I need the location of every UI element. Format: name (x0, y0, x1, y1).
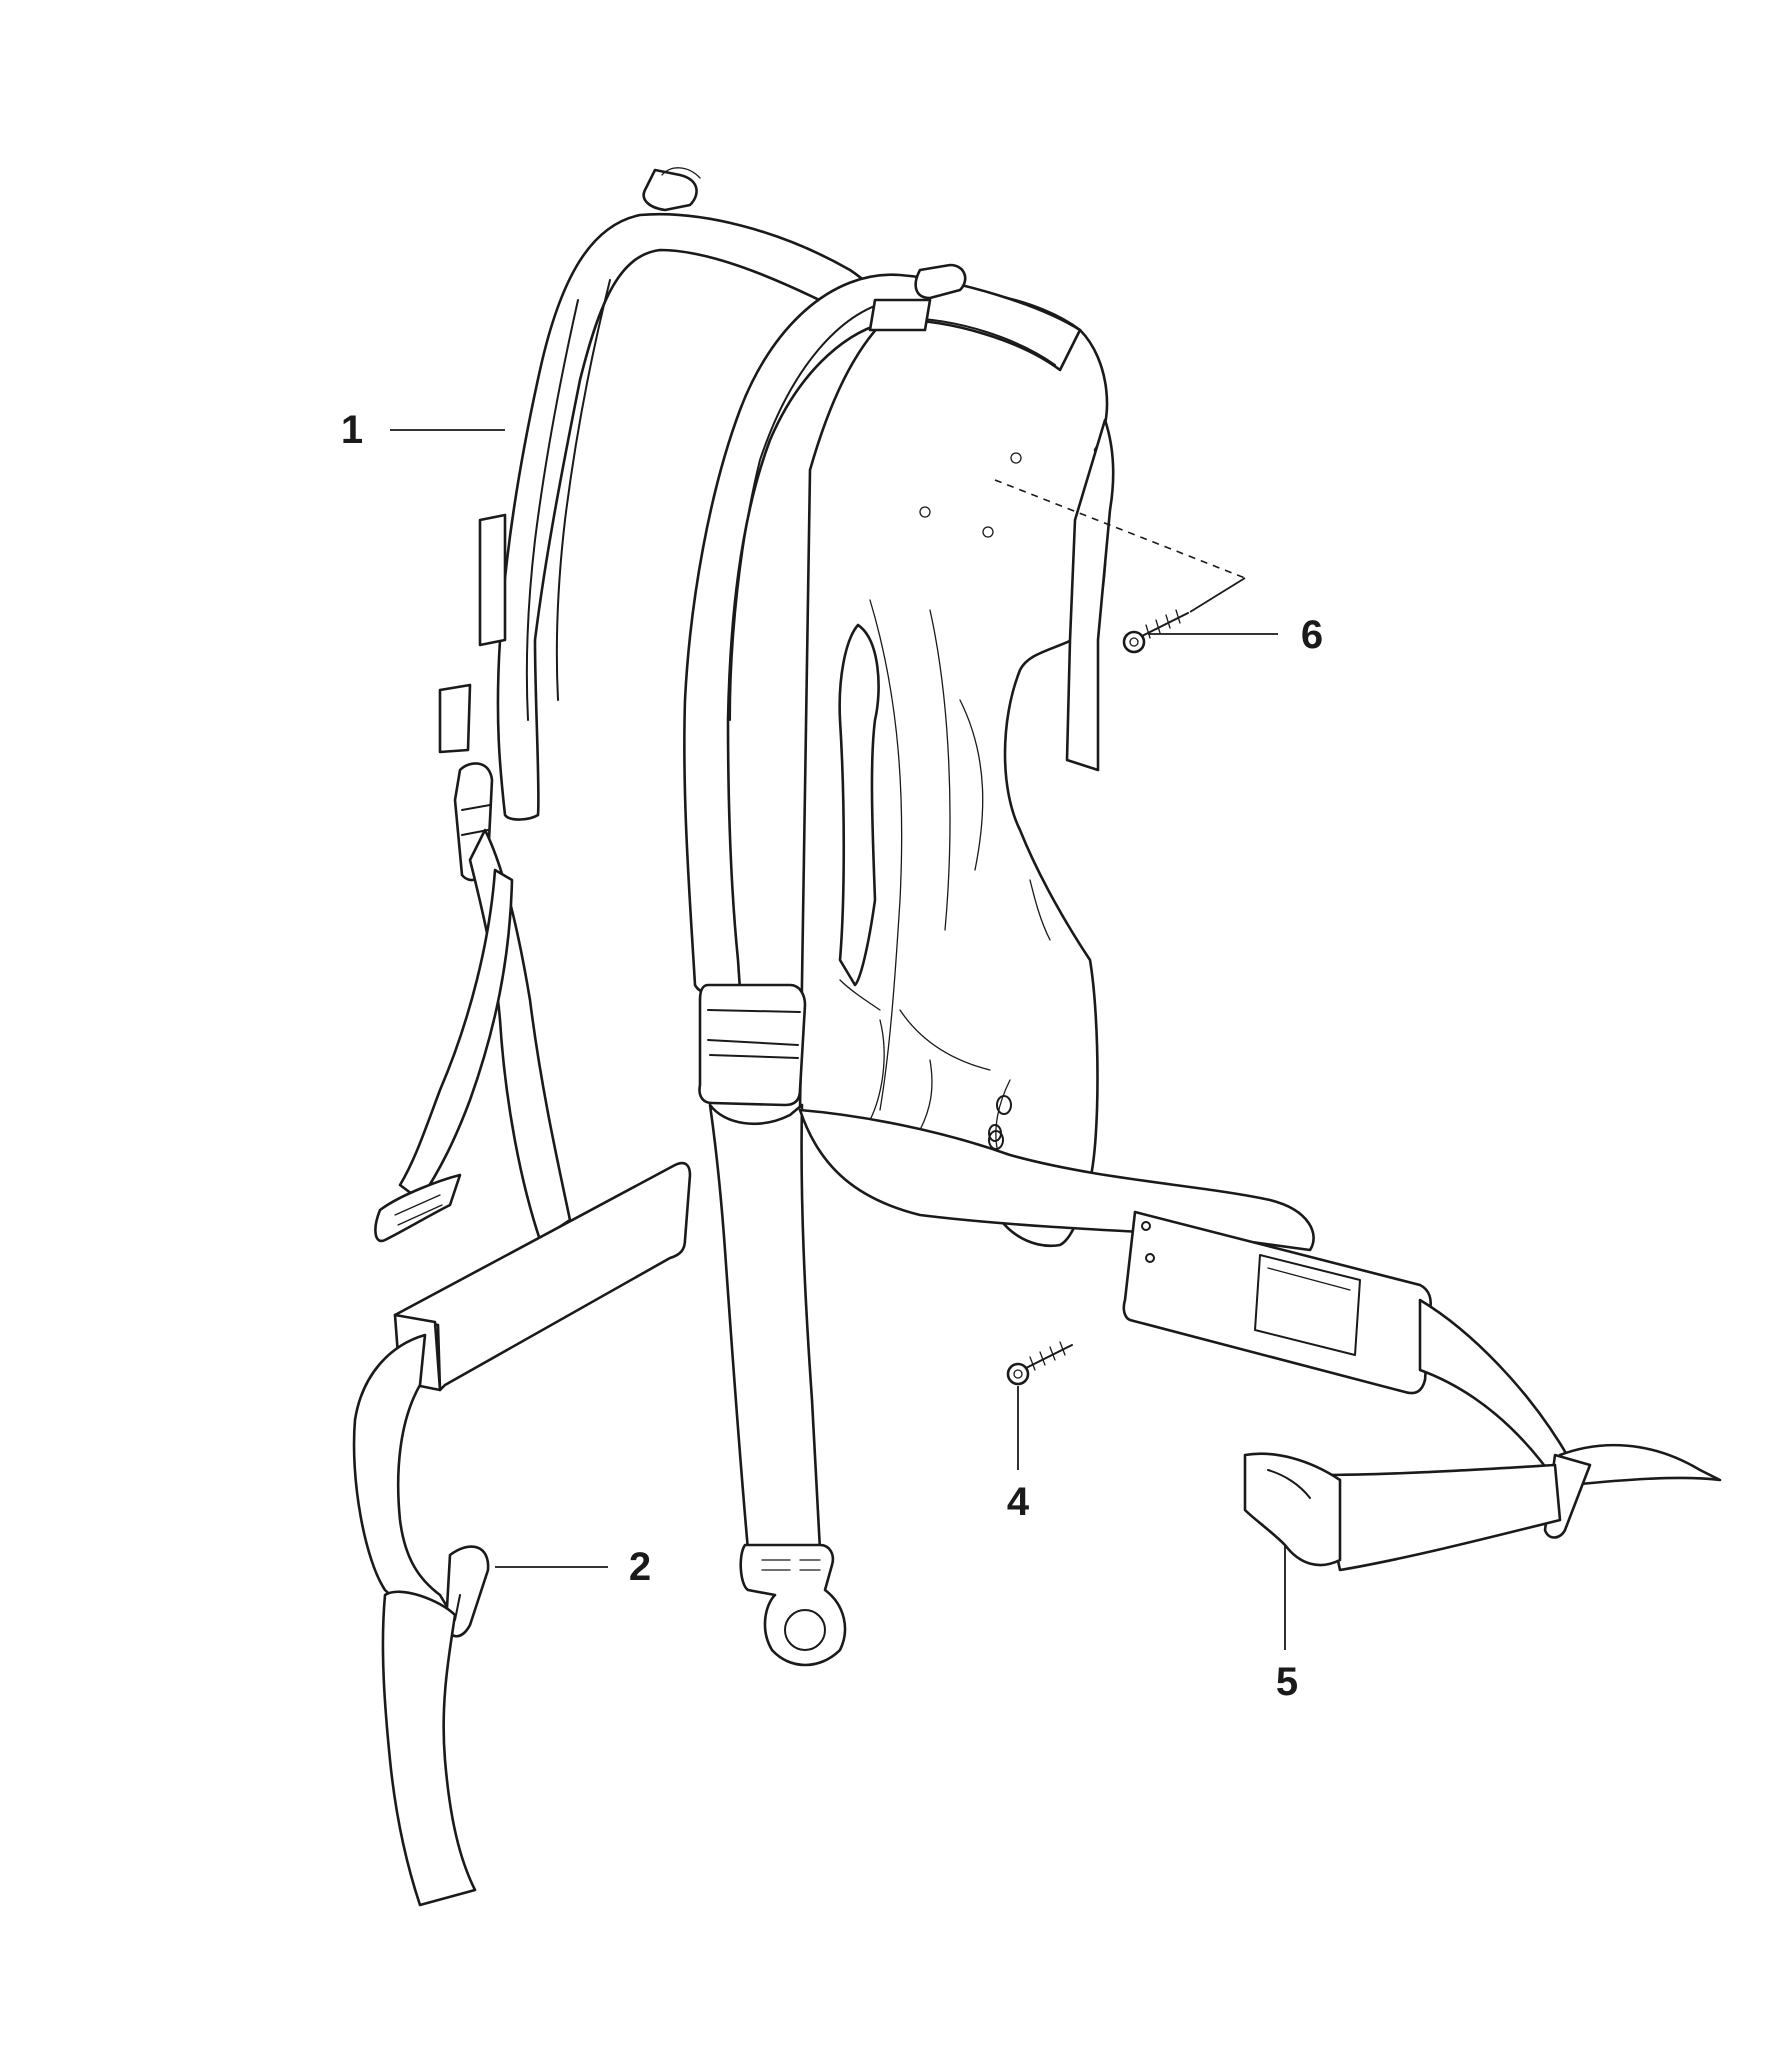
left-hip-pad (352, 1161, 692, 1907)
left-shoulder-pad (374, 167, 880, 1243)
rear-hanging-strap (1065, 418, 1115, 772)
right-shoulder-pad (683, 263, 1082, 1667)
callout-4: 4 (1007, 1480, 1030, 1524)
callout-2: 2 (629, 1545, 651, 1589)
leader-line-6-dashed (994, 479, 1246, 579)
callout-6: 6 (1301, 613, 1323, 657)
callout-5: 5 (1276, 1660, 1298, 1704)
right-hip-pad (798, 1108, 1722, 1572)
back-plate-screw (1122, 609, 1189, 654)
hip-pad-screw (1006, 1341, 1073, 1386)
back-plate (798, 290, 1109, 1248)
leader-line-6-branch (1189, 577, 1246, 613)
hip-belt-buckle (1243, 1452, 1342, 1567)
callout-1: 1 (341, 408, 363, 452)
